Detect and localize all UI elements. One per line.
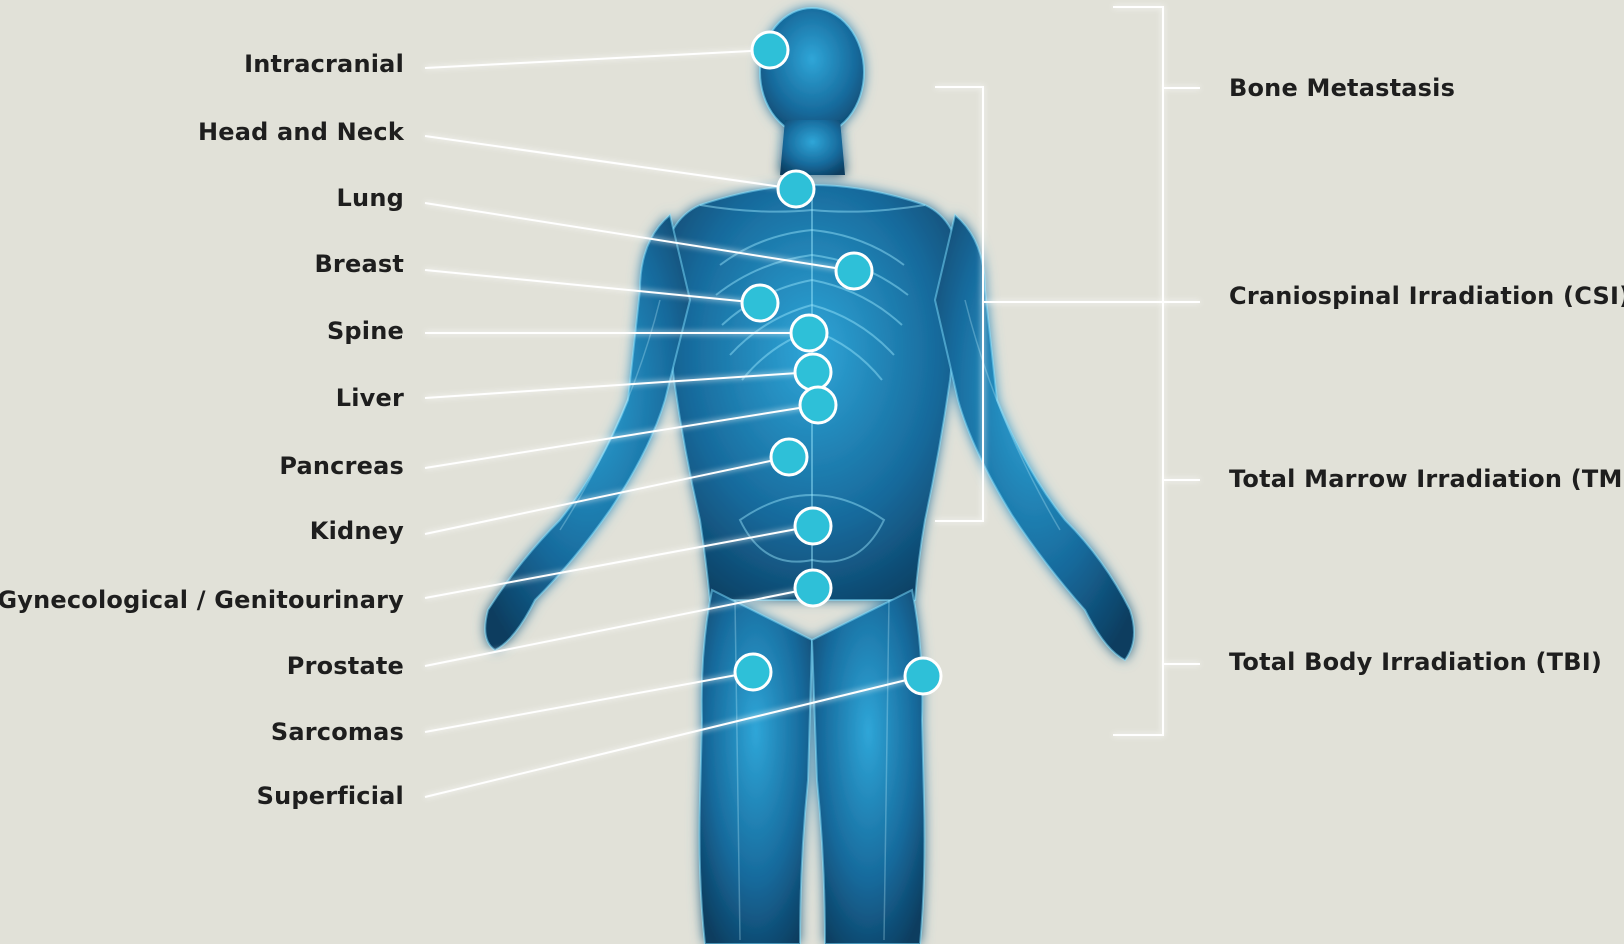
marker-liver[interactable] (795, 354, 831, 390)
site-label-liver: Liver (336, 384, 404, 412)
site-label-intracranial: Intracranial (244, 50, 404, 78)
marker-head-neck[interactable] (778, 171, 814, 207)
marker-spine[interactable] (791, 315, 827, 351)
marker-pancreas[interactable] (800, 387, 836, 423)
site-label-prostate: Prostate (287, 652, 404, 680)
treatment-label-tmi: Total Marrow Irradiation (TMI) (1229, 465, 1624, 493)
site-label-sarcomas: Sarcomas (271, 718, 404, 746)
site-label-head-neck: Head and Neck (198, 118, 404, 146)
marker-gyn-gu[interactable] (795, 508, 831, 544)
treatment-label-csi: Craniospinal Irradiation (CSI) (1229, 282, 1624, 310)
marker-breast[interactable] (742, 285, 778, 321)
site-label-gyn-gu: Gynecological / Genitourinary (0, 586, 404, 614)
site-label-lung: Lung (337, 184, 404, 212)
site-label-spine: Spine (327, 317, 404, 345)
leader-line-intracranial (425, 50, 770, 68)
marker-kidney[interactable] (771, 439, 807, 475)
marker-superficial[interactable] (905, 658, 941, 694)
marker-sarcomas[interactable] (735, 654, 771, 690)
human-body-xray-icon (485, 8, 1134, 944)
site-label-superficial: Superficial (257, 782, 404, 810)
treatment-label-bone-metastasis: Bone Metastasis (1229, 74, 1455, 102)
marker-prostate[interactable] (795, 570, 831, 606)
site-label-breast: Breast (314, 250, 404, 278)
marker-lung[interactable] (836, 253, 872, 289)
site-label-kidney: Kidney (310, 517, 404, 545)
leader-line-head-neck (425, 136, 796, 189)
treatment-label-tbi: Total Body Irradiation (TBI) (1229, 648, 1602, 676)
marker-intracranial[interactable] (752, 32, 788, 68)
site-label-pancreas: Pancreas (279, 452, 404, 480)
